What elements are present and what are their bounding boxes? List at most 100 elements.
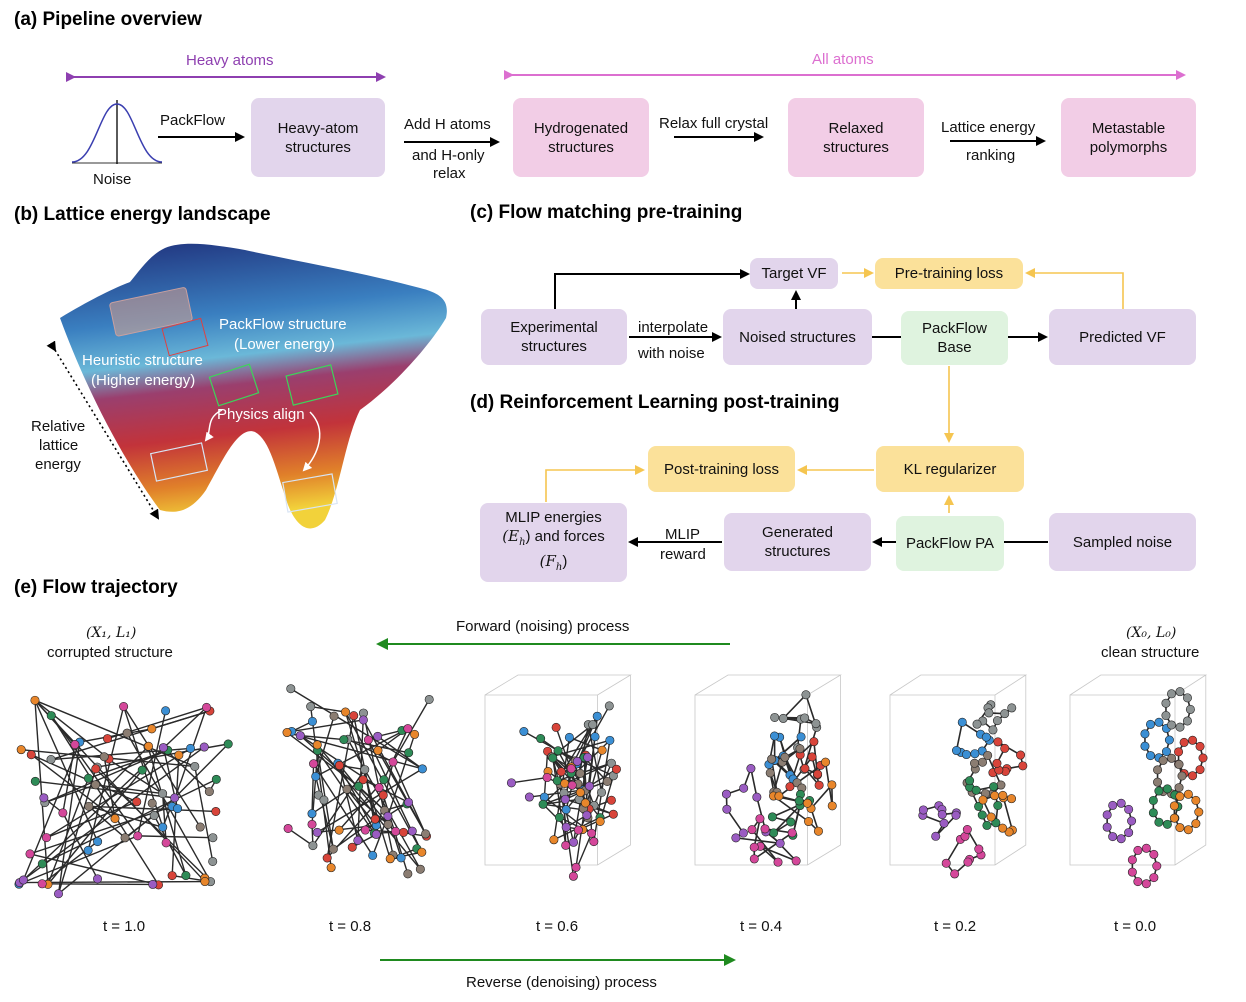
metastable-polymorphs-box: Metastable polymorphs xyxy=(1061,98,1196,177)
atom-marker xyxy=(977,810,987,820)
atom-marker xyxy=(811,719,821,729)
atom-marker xyxy=(83,773,93,783)
atom-marker xyxy=(391,826,401,836)
atom-marker xyxy=(370,814,380,824)
atom-marker xyxy=(1169,801,1179,811)
atom-marker xyxy=(990,791,1000,801)
atom-marker xyxy=(931,831,941,841)
trajectory-snapshot xyxy=(282,684,434,879)
atom-marker xyxy=(200,877,210,887)
physics-align-curve-right xyxy=(302,411,321,472)
atom-marker xyxy=(738,828,748,838)
panel-e-title: (e) Flow trajectory xyxy=(14,577,178,598)
atom-marker xyxy=(295,731,305,741)
mlip-line-2: (Eh) and forces xyxy=(502,527,605,548)
noised-structures-box: Noised structures xyxy=(723,309,872,365)
atom-marker xyxy=(144,741,154,751)
atom-marker xyxy=(132,797,142,807)
packflow-structure-icon xyxy=(208,363,339,407)
atom-marker xyxy=(385,854,395,864)
atom-marker xyxy=(1141,879,1151,889)
atom-marker xyxy=(91,764,101,774)
atom-marker xyxy=(122,728,132,738)
clean-math: (X₀, L₀) xyxy=(1126,625,1177,641)
atom-marker xyxy=(506,778,516,788)
atom-marker xyxy=(982,820,992,830)
atom-marker xyxy=(1141,843,1151,853)
atom-marker xyxy=(349,711,359,721)
atom-marker xyxy=(597,745,607,755)
atom-marker xyxy=(813,826,823,836)
atom-marker xyxy=(722,804,732,814)
atom-marker xyxy=(786,817,796,827)
atom-marker xyxy=(549,835,559,845)
atom-marker xyxy=(1185,704,1195,714)
atom-marker xyxy=(996,780,1006,790)
atom-marker xyxy=(809,737,819,747)
atom-marker xyxy=(992,716,1002,726)
atom-marker xyxy=(26,750,36,760)
atom-marker xyxy=(951,746,961,756)
add-h-label-2: and H-only xyxy=(412,147,485,164)
atom-marker xyxy=(602,776,612,786)
atom-marker xyxy=(307,716,317,726)
atom-marker xyxy=(1149,849,1159,859)
atom-marker xyxy=(120,833,130,843)
atom-marker xyxy=(972,719,982,729)
atom-marker xyxy=(158,789,168,799)
atom-marker xyxy=(319,795,329,805)
trajectory-snapshot xyxy=(14,695,233,899)
atom-marker xyxy=(1188,735,1198,745)
atom-marker xyxy=(569,837,579,847)
atom-marker xyxy=(978,795,988,805)
atom-marker xyxy=(1174,783,1184,793)
atom-marker xyxy=(311,771,321,781)
atom-marker xyxy=(46,755,56,765)
heuristic-structure-icon xyxy=(109,287,209,357)
atom-marker xyxy=(566,764,576,774)
atom-marker xyxy=(998,823,1008,833)
trajectory-snapshot xyxy=(484,674,632,881)
corrupted-math: (X₁, L₁) xyxy=(86,625,137,641)
atom-marker xyxy=(981,732,991,742)
atom-marker xyxy=(760,824,770,834)
noise-label: Noise xyxy=(93,171,132,188)
atom-marker xyxy=(1146,751,1156,761)
atom-marker xyxy=(84,801,94,811)
atom-marker xyxy=(770,712,780,722)
atom-marker xyxy=(561,822,571,832)
packflow-pa-box: PackFlow PA xyxy=(896,516,1004,571)
atom-marker xyxy=(378,790,388,800)
atom-marker xyxy=(1161,711,1171,721)
atom-marker xyxy=(974,844,984,854)
atom-marker xyxy=(821,757,831,767)
atom-marker xyxy=(383,811,393,821)
atom-marker xyxy=(306,702,316,712)
atom-marker xyxy=(158,822,168,832)
atom-marker xyxy=(611,764,621,774)
atom-marker xyxy=(1167,753,1177,763)
atom-marker xyxy=(992,758,1002,768)
atom-marker xyxy=(342,784,352,794)
atom-marker xyxy=(739,783,749,793)
atom-marker xyxy=(329,711,339,721)
atom-marker xyxy=(93,837,103,847)
target-vf-box: Target VF xyxy=(750,258,838,289)
atom-marker xyxy=(174,750,184,760)
atom-marker xyxy=(747,825,757,835)
add-h-label-3: relax xyxy=(433,165,466,182)
packflow-structure-label: PackFlow structure xyxy=(219,316,347,333)
atom-marker xyxy=(282,728,292,738)
atom-marker xyxy=(396,853,406,863)
atom-marker xyxy=(83,845,93,855)
atom-marker xyxy=(1183,825,1193,835)
atom-marker xyxy=(580,798,590,808)
sampled-noise-box: Sampled noise xyxy=(1049,513,1196,571)
atom-marker xyxy=(415,864,425,874)
atom-marker xyxy=(588,720,598,730)
atom-marker xyxy=(575,768,585,778)
atom-marker xyxy=(752,792,762,802)
atom-marker xyxy=(283,823,293,833)
atom-marker xyxy=(749,842,759,852)
energy-label: energy xyxy=(35,456,81,473)
